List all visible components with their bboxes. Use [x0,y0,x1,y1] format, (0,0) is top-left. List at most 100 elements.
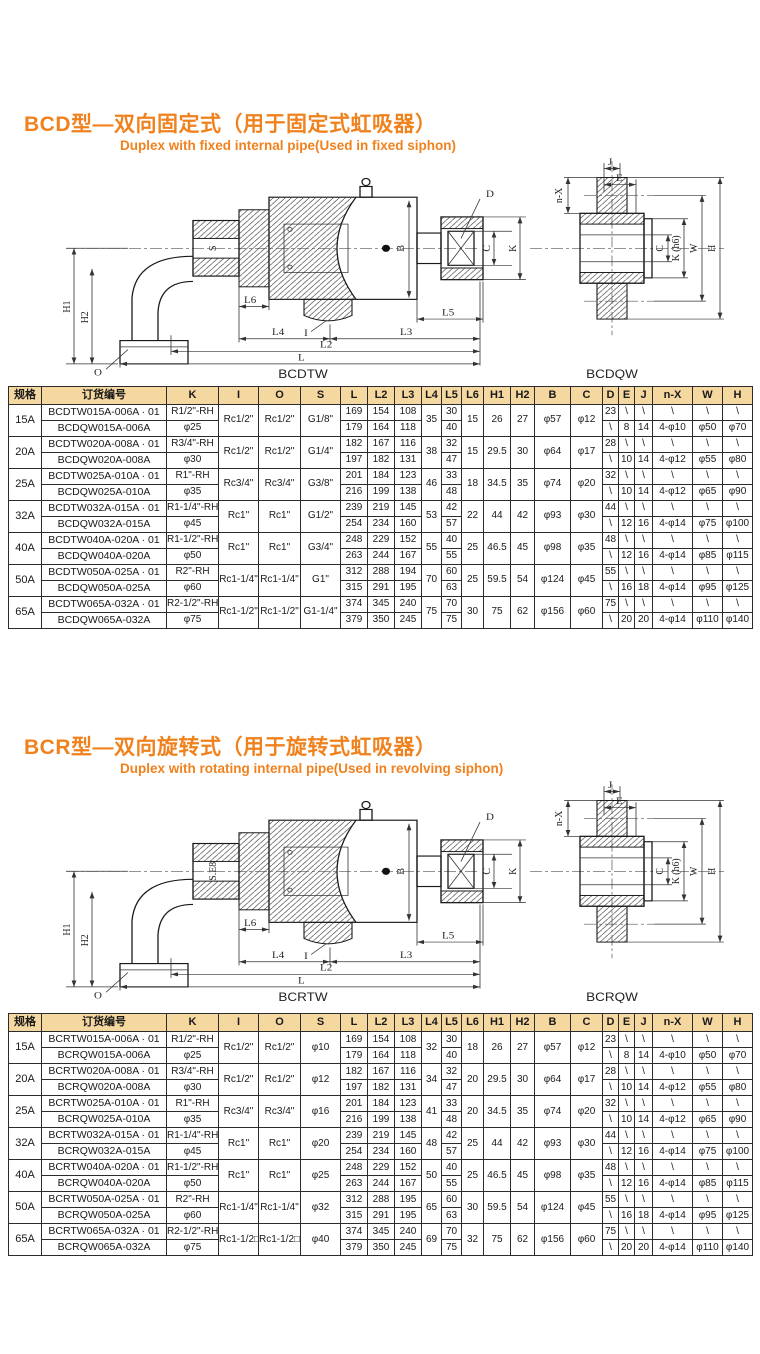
dim-label-s: S [208,246,220,252]
spec-size-cell: 20A [8,436,42,470]
e-cell: \ [618,500,635,518]
top-margin [0,0,760,112]
k-cell: φ75 [166,1239,219,1257]
l-cell: 179 [340,420,368,438]
l6-cell: 25 [461,1159,484,1193]
c-cell: φ60 [570,596,603,630]
column-header: D [602,386,619,406]
k-cell: R1-1/4"-RH [166,500,219,518]
w-cell: φ65 [692,484,723,502]
l-cell: 379 [340,1239,368,1257]
l5-cell: 40 [441,1047,462,1065]
k-cell: φ50 [166,548,219,566]
dim-label-b: B [396,868,408,875]
dim-label-l5: L5 [442,931,454,941]
column-header: H1 [483,1013,511,1033]
l6-cell: 15 [461,436,484,470]
dim-label-j: J [608,158,612,168]
l2-cell: 219 [367,500,395,518]
order-number-cell: BCDTW020A-008A · 01 [41,436,167,454]
spec-size-cell: 15A [8,404,42,438]
j-cell: 14 [634,420,653,438]
k-cell: φ50 [166,1175,219,1193]
h2-cell: 54 [510,1191,535,1225]
l3-cell: 145 [394,500,422,518]
h1-cell: 29.5 [483,436,511,470]
c-cell: φ45 [570,564,603,598]
l-cell: 169 [340,1031,368,1049]
h-cell: \ [722,1159,753,1177]
w-cell: \ [692,596,723,614]
nx-cell: 4-φ10 [652,420,693,438]
w-cell: \ [692,564,723,582]
l3-cell: 116 [394,1063,422,1081]
d-cell: \ [602,1047,619,1065]
l2-cell: 244 [367,1175,395,1193]
b-cell: φ98 [534,1159,571,1193]
k-cell: φ35 [166,1111,219,1129]
l-cell: 216 [340,484,368,502]
s-cell: G1" [300,564,341,598]
k-cell: R1/2"-RH [166,1031,219,1049]
l3-cell: 145 [394,1127,422,1145]
w-cell: φ50 [692,420,723,438]
k-cell: R2"-RH [166,564,219,582]
l2-cell: 154 [367,404,395,422]
l4-cell: 55 [421,532,442,566]
nx-cell: 4-φ10 [652,1047,693,1065]
d-cell: \ [602,612,619,630]
e-cell: 16 [618,580,635,598]
l2-cell: 154 [367,1031,395,1049]
column-header: K [166,386,219,406]
l3-cell: 160 [394,1143,422,1161]
l3-cell: 131 [394,1079,422,1097]
order-number-cell: BCDTW065A-032A · 01 [41,596,167,614]
nx-cell: 4-φ14 [652,1239,693,1257]
nx-cell: 4-φ12 [652,1079,693,1097]
dim-label-h1: H1 [62,924,74,936]
k-cell: R2-1/2"-RH [166,596,219,614]
l3-cell: 123 [394,1095,422,1113]
l3-cell: 108 [394,404,422,422]
l3-cell: 123 [394,468,422,486]
l3-cell: 152 [394,1159,422,1177]
o-cell: Rc1-1/2" [258,596,301,630]
h2-cell: 42 [510,1127,535,1161]
spec-size-cell: 40A [8,532,42,566]
w-cell: \ [692,468,723,486]
s-cell: G1/2" [300,500,341,534]
h2-cell: 35 [510,468,535,502]
j-cell: \ [634,1127,653,1145]
b-cell: φ124 [534,1191,571,1225]
d-cell: \ [602,1175,619,1193]
l3-cell: 195 [394,580,422,598]
l5-cell: 32 [441,436,462,454]
nx-cell: 4-φ14 [652,1175,693,1193]
spec-size-cell: 40A [8,1159,42,1193]
column-header: O [258,1013,301,1033]
l3-cell: 131 [394,452,422,470]
l4-cell: 70 [421,564,442,598]
w-cell: \ [692,404,723,422]
b-cell: φ156 [534,596,571,630]
l2-cell: 234 [367,1143,395,1161]
d-cell: \ [602,1239,619,1257]
h-cell: φ80 [722,452,753,470]
nx-cell: 4-φ14 [652,580,693,598]
d-cell: \ [602,452,619,470]
w-cell: φ85 [692,548,723,566]
l-cell: 315 [340,580,368,598]
h-cell: φ100 [722,1143,753,1161]
column-header: W [692,386,723,406]
l3-cell: 240 [394,1223,422,1241]
l4-cell: 41 [421,1095,442,1129]
